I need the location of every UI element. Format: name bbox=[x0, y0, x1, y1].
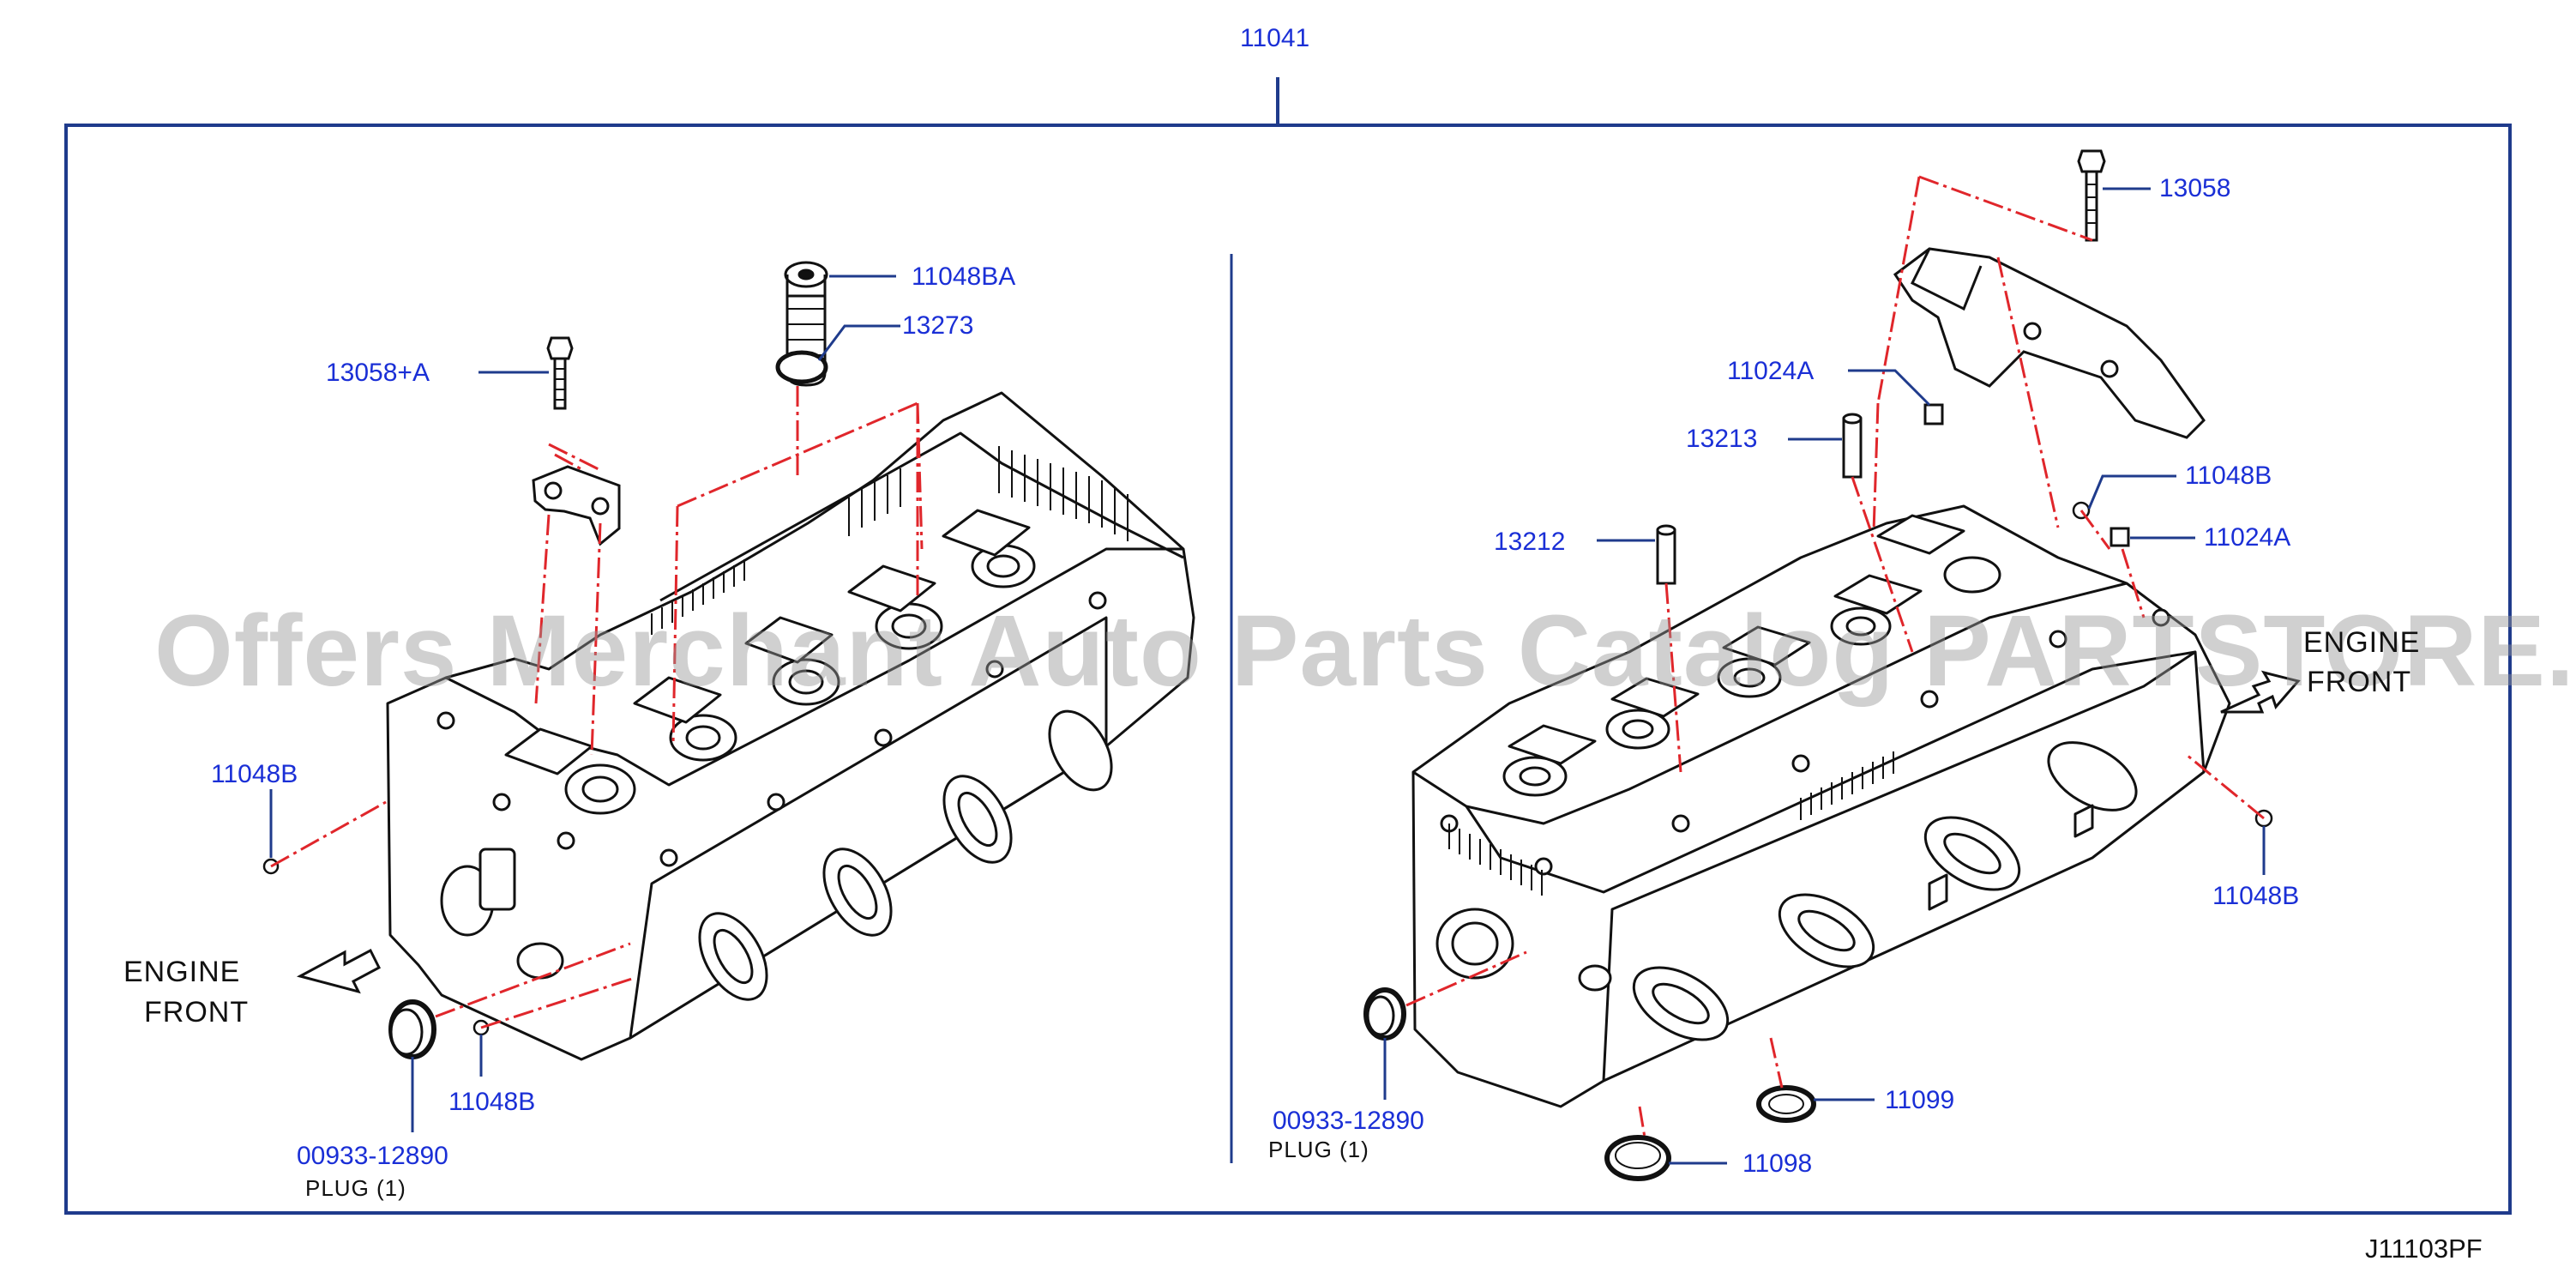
left-head-fins bbox=[651, 446, 1129, 635]
part-label-00933-12890-right[interactable]: 00933-12890 bbox=[1273, 1107, 1424, 1135]
part-label-13058[interactable]: 13058 bbox=[2159, 174, 2231, 202]
part-label-13212[interactable]: 13212 bbox=[1494, 528, 1566, 556]
diagram-code: J11103PF bbox=[2365, 1234, 2483, 1264]
left-cylinder-head bbox=[386, 391, 1195, 1061]
plug-note-right: PLUG (1) bbox=[1268, 1137, 1369, 1162]
right-head-fins bbox=[1448, 751, 1894, 896]
part-label-13058a[interactable]: 13058+A bbox=[326, 359, 430, 387]
part-label-11098[interactable]: 11098 bbox=[1742, 1149, 1813, 1178]
part-label-11048b-top[interactable]: 11048B bbox=[2185, 462, 2272, 490]
left-engine-front-arrow bbox=[296, 948, 381, 994]
right-small-parts bbox=[1363, 149, 2273, 1181]
left-small-parts bbox=[262, 261, 828, 1059]
engine-front-label-right-2: FRONT bbox=[2307, 666, 2412, 698]
part-label-00933-12890-left[interactable]: 00933-12890 bbox=[297, 1142, 448, 1170]
part-label-11041[interactable]: 11041 bbox=[1240, 24, 1310, 52]
part-label-11099[interactable]: 11099 bbox=[1885, 1086, 1955, 1114]
alignment-lines bbox=[270, 175, 2265, 1138]
engine-front-label-left-1: ENGINE bbox=[123, 956, 241, 988]
part-label-13273[interactable]: 13273 bbox=[902, 311, 974, 340]
part-label-11024a-top[interactable]: 11024A bbox=[1727, 357, 1815, 385]
part-label-11048ba[interactable]: 11048BA bbox=[912, 262, 1016, 291]
part-label-11048b-right[interactable]: 11048B bbox=[2212, 882, 2300, 910]
engine-front-label-right-1: ENGINE bbox=[2303, 626, 2421, 659]
plug-note-left: PLUG (1) bbox=[305, 1175, 406, 1201]
part-label-11048b-bottom[interactable]: 11048B bbox=[448, 1088, 536, 1116]
engine-front-label-left-2: FRONT bbox=[144, 996, 250, 1029]
watermark-text: Offers Merchant Auto Parts Catalog PARTS… bbox=[154, 594, 2576, 708]
leader-lines bbox=[269, 187, 2266, 1165]
part-label-13213[interactable]: 13213 bbox=[1686, 425, 1758, 453]
part-label-11024a-right[interactable]: 11024A bbox=[2204, 523, 2291, 552]
part-label-11048b-left[interactable]: 11048B bbox=[211, 760, 298, 788]
right-engine-front-arrow bbox=[2220, 670, 2301, 714]
diagram-frame bbox=[64, 77, 2512, 1215]
